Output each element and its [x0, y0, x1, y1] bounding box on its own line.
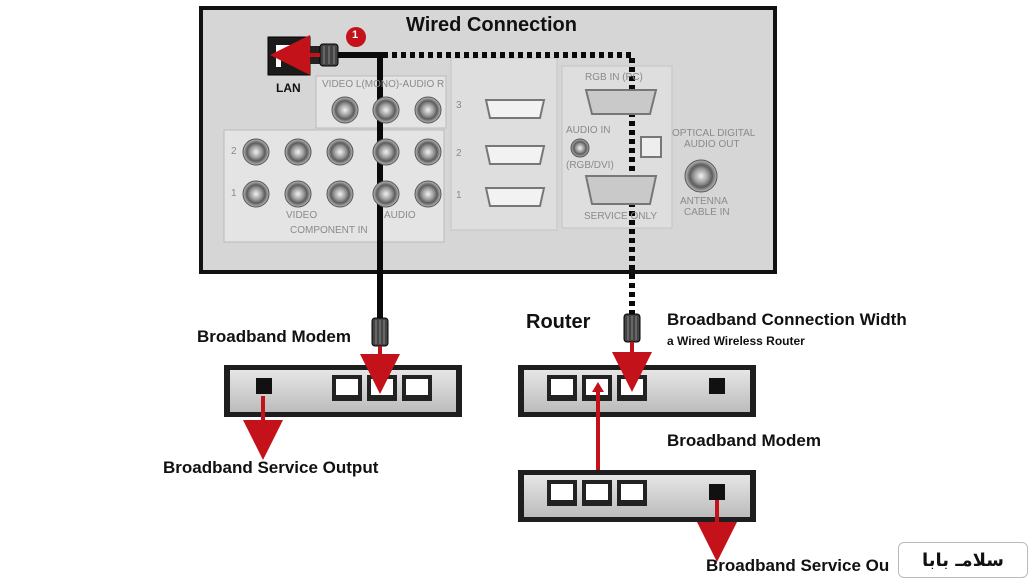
diagram-title: Wired Connection	[406, 14, 577, 36]
component-row-2: 2	[231, 146, 237, 157]
lan-label: LAN	[276, 81, 301, 95]
left-modem-plug	[371, 317, 389, 347]
left-modem-label: Broadband Modem	[197, 327, 351, 346]
router-device	[518, 365, 756, 417]
left-output-label: Broadband Service Output	[163, 458, 379, 477]
audio-label: AUDIO	[384, 210, 416, 221]
right-output-label: Broadband Service Ou	[706, 556, 890, 575]
router-plug	[623, 313, 641, 343]
connection-subtitle: a Wired Wireless Router	[667, 334, 805, 348]
connection-title: Broadband Connection Width	[667, 310, 907, 329]
hdmi-row-1: 1	[456, 190, 462, 201]
rgb-label: RGB IN (PC)	[585, 72, 643, 83]
step-badge	[346, 27, 366, 47]
audio-out-label: AUDIO OUT	[684, 139, 740, 150]
av-input-jacks	[331, 96, 442, 124]
router-label: Router	[526, 311, 591, 333]
hdmi-ports	[484, 99, 546, 207]
component-jacks-row-2	[242, 138, 442, 166]
component-row-1: 1	[231, 188, 237, 199]
optical-label: OPTICAL DIGITAL	[672, 128, 756, 139]
step-badge-number: 1	[352, 29, 359, 41]
watermark-logo: سلامـ بابا	[898, 542, 1028, 578]
router-link-arrowhead	[592, 382, 604, 392]
right-modem-device	[518, 470, 756, 522]
component-jacks-row-1	[242, 180, 442, 208]
video-label: VIDEO	[286, 210, 318, 221]
audio-in-label: AUDIO IN	[566, 125, 611, 136]
component-label: COMPONENT IN	[290, 225, 368, 236]
hdmi-row-2: 2	[456, 148, 462, 159]
antenna-label: ANTENNA	[680, 196, 728, 207]
hdmi-row-3: 3	[456, 100, 462, 111]
rgb-dvi-label: (RGB/DVI)	[566, 160, 614, 171]
rgb-dvi-ports	[570, 89, 718, 205]
video-audio-label: VIDEO L(MONO)-AUDIO R	[322, 79, 445, 90]
left-modem-device	[224, 365, 462, 417]
service-only-label: SERVICE ONLY	[584, 211, 657, 222]
cable-in-label: CABLE IN	[684, 207, 730, 218]
right-modem-label: Broadband Modem	[667, 431, 821, 450]
